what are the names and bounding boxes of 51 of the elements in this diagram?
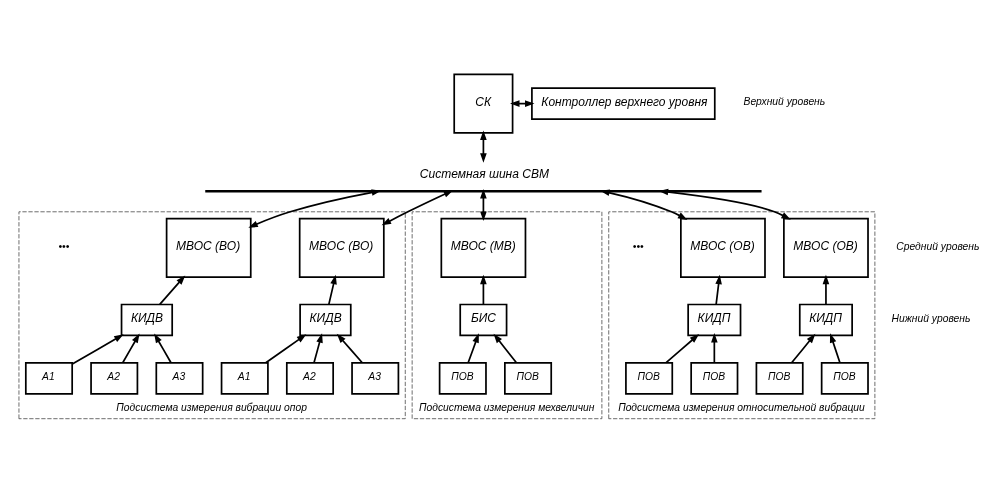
node-text: Системная шина СВМ xyxy=(419,166,549,181)
node-box: А1 xyxy=(24,361,74,395)
arrow xyxy=(327,274,337,305)
arrow xyxy=(158,274,186,305)
label: ••• xyxy=(58,240,70,252)
node-box: А3 xyxy=(155,361,204,395)
arrow xyxy=(715,274,722,305)
node-box: А2 xyxy=(90,361,139,395)
node-box: А3 xyxy=(351,361,400,395)
arrow xyxy=(264,333,307,364)
node-box: ПОВ xyxy=(625,361,674,395)
arrow xyxy=(381,189,454,225)
node-box: СК xyxy=(453,73,514,134)
arrow xyxy=(665,333,700,364)
node-box: МВОС (ОВ) xyxy=(783,217,869,278)
arrow xyxy=(336,333,363,363)
node-box: А1 xyxy=(220,361,269,395)
arrow xyxy=(122,332,140,363)
node-box: БИС xyxy=(459,303,508,336)
node-box: ПОВ xyxy=(504,361,553,395)
arrow xyxy=(71,333,124,365)
label: Верхний уровень xyxy=(743,95,826,107)
label: Нижний уровень xyxy=(891,312,971,324)
node-box: МВОС (ВО) xyxy=(298,217,385,278)
arrow xyxy=(822,274,830,305)
node-box: Контроллер верхнего уровня xyxy=(531,86,716,120)
arrow xyxy=(248,188,382,228)
node-box: КИДВ xyxy=(120,303,174,336)
arrow xyxy=(711,332,718,363)
node-box: ПОВ xyxy=(820,361,869,395)
node-box: ПОВ xyxy=(690,361,739,395)
node-box: КИДВ xyxy=(299,303,352,336)
arrow xyxy=(467,332,479,363)
arrow xyxy=(791,333,816,363)
label: ••• xyxy=(632,240,644,252)
arrow xyxy=(658,188,791,220)
node-box: МВОС (ВО) xyxy=(165,217,252,278)
arrow xyxy=(154,332,172,363)
node-box: КИДП xyxy=(687,303,742,336)
arrow xyxy=(829,332,841,363)
node-box: КИДП xyxy=(798,303,853,336)
node-box: А2 xyxy=(285,361,335,395)
arrow xyxy=(480,274,487,305)
arrow xyxy=(600,188,688,220)
label: Средний уровень xyxy=(896,240,980,252)
arrow xyxy=(493,333,518,363)
node-box: МВОС (МВ) xyxy=(440,217,527,278)
node-box: МВОС (ОВ) xyxy=(680,217,766,278)
arrow xyxy=(313,332,323,363)
node-box: ПОВ xyxy=(755,361,804,395)
node-box: ПОВ xyxy=(438,361,487,395)
